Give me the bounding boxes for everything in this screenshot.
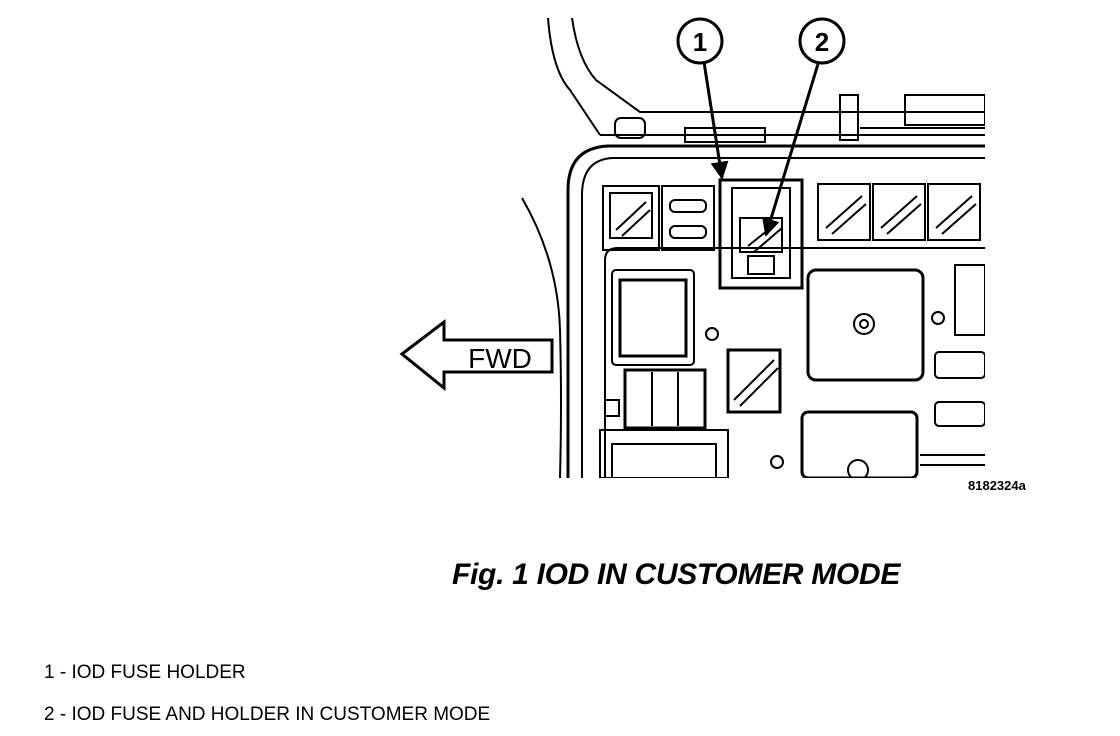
figure-caption: Fig. 1 IOD IN CUSTOMER MODE <box>452 558 901 591</box>
callout-2-number: 2 <box>815 27 829 57</box>
legend-item: 1 - IOD FUSE HOLDER <box>44 662 246 683</box>
legend: 1 - IOD FUSE HOLDER 2 - IOD FUSE AND HOL… <box>44 652 490 736</box>
fuse-block-diagram: FWD 1 2 <box>399 17 985 479</box>
callout-1-number: 1 <box>693 27 707 57</box>
legend-item: 2 - IOD FUSE AND HOLDER IN CUSTOMER MODE <box>44 704 491 725</box>
callout-1: 1 <box>676 17 724 65</box>
fwd-arrow <box>399 318 554 392</box>
callout-2: 2 <box>798 17 846 65</box>
fwd-label: FWD <box>468 343 532 374</box>
callout-1-leader <box>702 61 729 180</box>
callout-2-leader <box>762 63 820 237</box>
figure-id: 8182324a <box>968 478 1026 493</box>
